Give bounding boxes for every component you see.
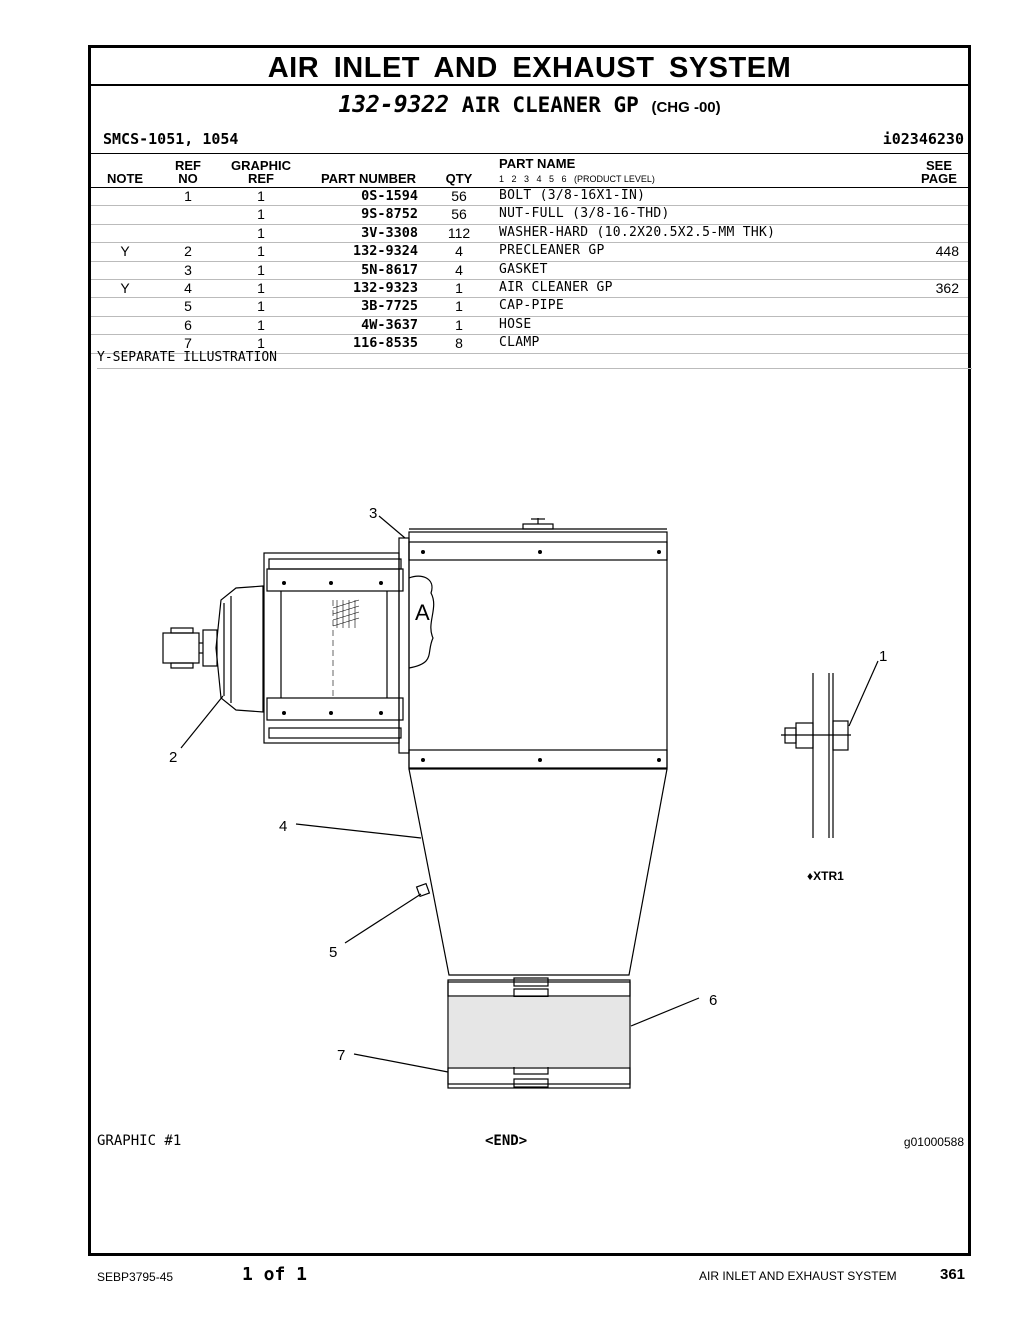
table-row: 5 1 3B-7725 1 CAP-PIPE [91, 297, 968, 317]
cell-ref: 2 [184, 243, 192, 260]
group-part-number: 132-9322 [338, 92, 450, 118]
cell-gref: 1 [257, 206, 265, 223]
cell-name: NUT-FULL (3/8-16-THD) [499, 206, 670, 222]
housing-body [408, 531, 668, 770]
cell-name: AIR CLEANER GP [499, 280, 613, 295]
col-graphic-bottom: REF [248, 171, 274, 186]
cell-qty: 8 [455, 335, 463, 352]
footer-page-of: 1 of 1 [242, 1264, 308, 1285]
col-ref-bottom: NO [178, 171, 198, 186]
cell-pn: 3B-7725 [361, 298, 418, 315]
cell-ref: 5 [184, 298, 192, 315]
cell-gref: 1 [257, 243, 265, 260]
cell-gref: 1 [257, 280, 265, 296]
cell-see: 448 [935, 243, 959, 260]
table-row: 1 3V-3308 112 WASHER-HARD (10.2X20.5X2.5-MM… [91, 224, 968, 244]
end-marker: <END> [485, 1133, 528, 1149]
cell-ref: 1 [184, 188, 192, 204]
table-row: Y 2 1 132-9324 4 PRECLEANER GP 448 [91, 242, 968, 262]
callout-3: 3 [369, 505, 377, 522]
table-row: Y 4 1 132-9323 1 AIR CLEANER GP 362 [91, 279, 968, 299]
cone-transition [408, 768, 668, 976]
col-product-levels: 1 2 3 4 5 6 (PRODUCT LEVEL) [499, 174, 655, 184]
cell-qty: 4 [455, 261, 463, 278]
table-row: 7 1 116-8535 8 CLAMP [91, 334, 968, 354]
cell-qty: 56 [451, 188, 467, 204]
cell-name: GASKET [499, 261, 548, 277]
cell-name: HOSE [499, 316, 532, 332]
table-row: 6 1 4W-3637 1 HOSE [91, 316, 968, 336]
cell-pn: 3V-3308 [361, 224, 418, 241]
cell-note: Y [120, 243, 130, 260]
callout-6: 6 [709, 992, 717, 1009]
cell-name: PRECLEANER GP [499, 243, 605, 259]
table-row: 1 9S-8752 56 NUT-FULL (3/8-16-THD) [91, 205, 968, 225]
callout-1: 1 [879, 648, 887, 665]
col-qty: QTY [445, 171, 473, 186]
graphic-number: g01000588 [903, 1135, 964, 1149]
callout-4: 4 [279, 818, 287, 835]
cell-pn: 116-8535 [352, 335, 418, 352]
cell-ref: 3 [184, 261, 192, 278]
cell-see: 362 [935, 280, 959, 296]
cell-name: WASHER-HARD (10.2X20.5X2.5-MM THK) [499, 224, 776, 240]
callout-7: 7 [337, 1047, 345, 1064]
page-frame: AIR INLET AND EXHAUST SYSTEM 132-9322 AI… [88, 45, 972, 1256]
cell-pn: 132-9323 [352, 280, 418, 296]
cell-name: CAP-PIPE [499, 298, 565, 314]
parts-illustration: 3 2 4 5 6 7 1 A ♦XTR1 [162, 505, 887, 1089]
cell-qty: 56 [451, 206, 467, 223]
col-part-name: PART NAME [499, 156, 576, 171]
cell-gref: 1 [257, 224, 265, 241]
col-see-top: SEE [925, 158, 952, 173]
col-note: NOTE [106, 171, 144, 186]
table-row: 3 1 5N-8617 4 GASKET [91, 261, 968, 280]
cell-qty: 1 [455, 280, 463, 296]
cell-pn: 0S-1594 [361, 188, 418, 204]
info-ref-id: i02346230 [882, 130, 964, 148]
callout-2: 2 [169, 749, 177, 766]
table-header: NOTE REF NO GRAPHIC REF PART NUMBER QTY … [91, 153, 968, 188]
col-part-number: PART NUMBER [320, 171, 417, 186]
cell-ref: 6 [184, 316, 192, 333]
view-label-a: A [415, 600, 430, 625]
cell-gref: 1 [257, 261, 265, 278]
cell-pn: 132-9324 [352, 243, 418, 260]
cell-qty: 1 [455, 316, 463, 333]
cell-pn: 4W-3637 [361, 316, 418, 333]
group-part-name: AIR CLEANER GP [461, 93, 639, 117]
cell-qty: 1 [455, 298, 463, 315]
group-title: 132-9322 AIR CLEANER GP (CHG -00) [91, 92, 968, 118]
cell-gref: 1 [257, 188, 265, 204]
cell-name: BOLT (3/8-16X1-IN) [499, 188, 646, 203]
cell-ref: 4 [184, 280, 192, 296]
cell-ref: 7 [184, 335, 192, 352]
footer-page-number: 361 [940, 1266, 966, 1283]
cell-gref: 1 [257, 298, 265, 315]
smcs-code: SMCS-1051, 1054 [103, 130, 239, 148]
footer-section: AIR INLET AND EXHAUST SYSTEM [699, 1269, 897, 1283]
col-graphic-top: GRAPHIC [231, 158, 291, 173]
change-level: (CHG -00) [651, 99, 721, 116]
cell-note: Y [120, 280, 130, 296]
callout-5: 5 [329, 944, 337, 961]
hose [447, 979, 631, 1089]
table-row: 1 1 0S-1594 56 BOLT (3/8-16X1-IN) [91, 187, 968, 207]
cell-qty: 112 [447, 224, 471, 241]
cell-pn: 5N-8617 [361, 261, 418, 278]
detail-label: ♦XTR1 [807, 869, 844, 883]
cell-pn: 9S-8752 [361, 206, 418, 223]
cell-gref: 1 [257, 316, 265, 333]
col-see-bottom: PAGE [921, 171, 957, 186]
cell-qty: 4 [455, 243, 463, 260]
graphic-label: GRAPHIC #1 [97, 1133, 182, 1149]
col-ref-top: REF [175, 158, 201, 173]
footer-doc-number: SEBP3795-45 [97, 1270, 174, 1284]
page-title: AIR INLET AND EXHAUST SYSTEM [91, 48, 968, 86]
cell-gref: 1 [257, 335, 265, 352]
cell-name: CLAMP [499, 335, 540, 351]
separate-illustration-note: Y-SEPARATE ILLUSTRATION [97, 350, 972, 369]
